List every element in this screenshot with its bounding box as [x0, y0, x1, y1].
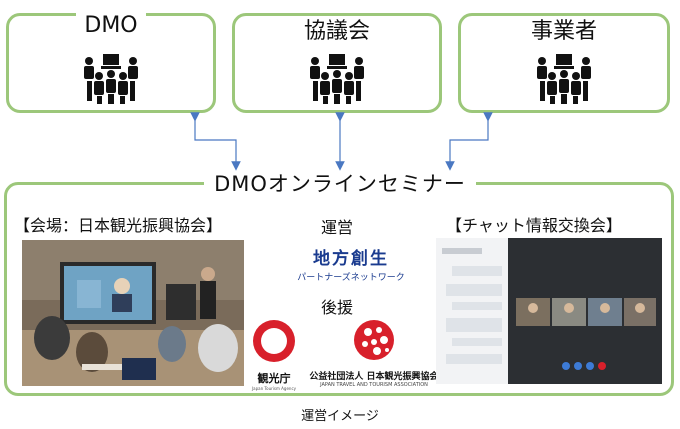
jta-sub: Japan Tourism Agency — [251, 386, 297, 391]
council-box: 協議会 — [232, 13, 442, 113]
council-title: 協議会 — [295, 19, 378, 44]
dmo-title: DMO — [76, 13, 146, 38]
business-title: 事業者 — [522, 19, 605, 44]
jata-logo: 公益社団法人 日本観光振興協会 JAPAN TRAVEL AND TOURISM… — [304, 318, 444, 388]
venue-label: 【会場：日本観光振興協会】 — [14, 216, 223, 235]
chihou-logo-main: 地方創生 — [313, 249, 389, 269]
chat-label: 【チャット情報交換会】 — [446, 216, 622, 235]
seminar-title: DMOオンラインセミナー — [204, 172, 476, 196]
venue-photo — [22, 240, 244, 386]
business-seminar-arrow — [445, 112, 493, 171]
jata-sub: JAPAN TRAVEL AND TOURISM ASSOCIATION — [320, 382, 428, 388]
jata-mark-icon — [354, 320, 394, 360]
group-meeting-icon — [537, 54, 591, 104]
jta-mark-icon — [253, 320, 295, 362]
support-label: 後援 — [321, 298, 354, 317]
business-box: 事業者 — [458, 13, 670, 113]
chihou-logo-sub: パートナーズネットワーク — [297, 273, 405, 283]
group-meeting-icon — [84, 54, 138, 104]
dmo-box: DMO — [6, 13, 216, 113]
chihou-sousei-logo: 地方創生 パートナーズネットワーク — [286, 244, 416, 283]
chat-screenshot — [436, 238, 662, 384]
operation-label: 運営 — [321, 218, 354, 237]
japan-tourism-agency-logo: 観光庁 Japan Tourism Agency — [246, 318, 302, 391]
group-meeting-icon — [310, 54, 364, 104]
jata-name: 公益社団法人 日本観光振興協会 — [309, 372, 439, 382]
dmo-seminar-arrow — [190, 112, 241, 171]
caption: 運営イメージ — [301, 409, 379, 424]
jta-name: 観光庁 — [257, 372, 291, 385]
